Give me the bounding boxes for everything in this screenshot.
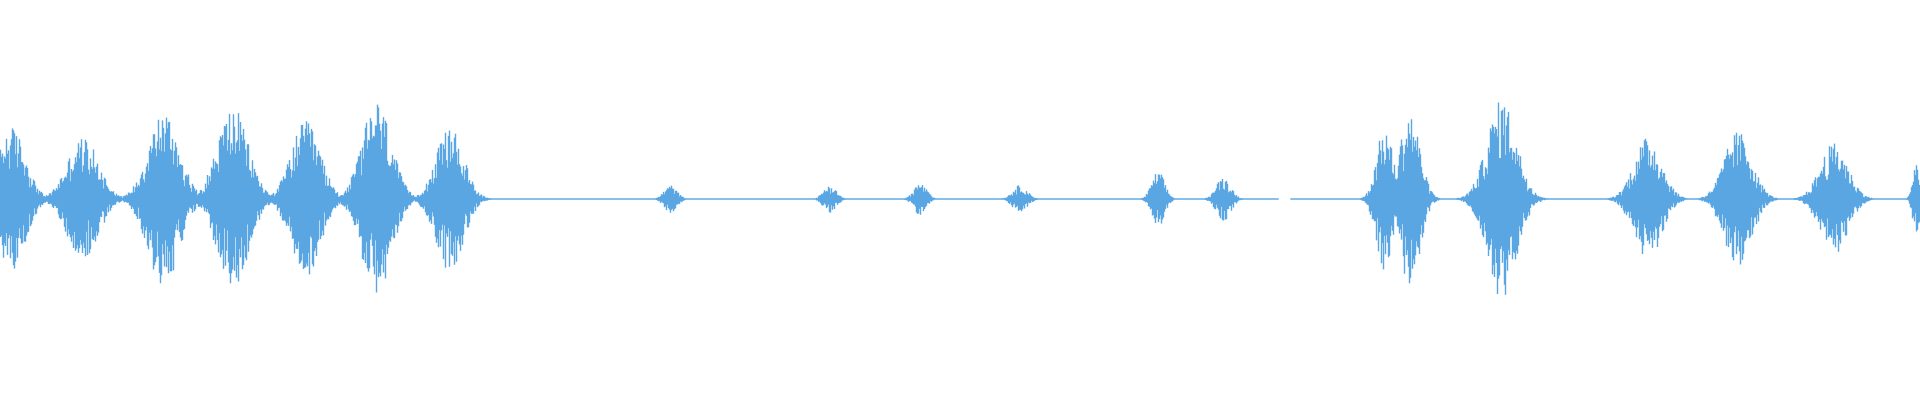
waveform-silence-gap [1278, 197, 1291, 201]
